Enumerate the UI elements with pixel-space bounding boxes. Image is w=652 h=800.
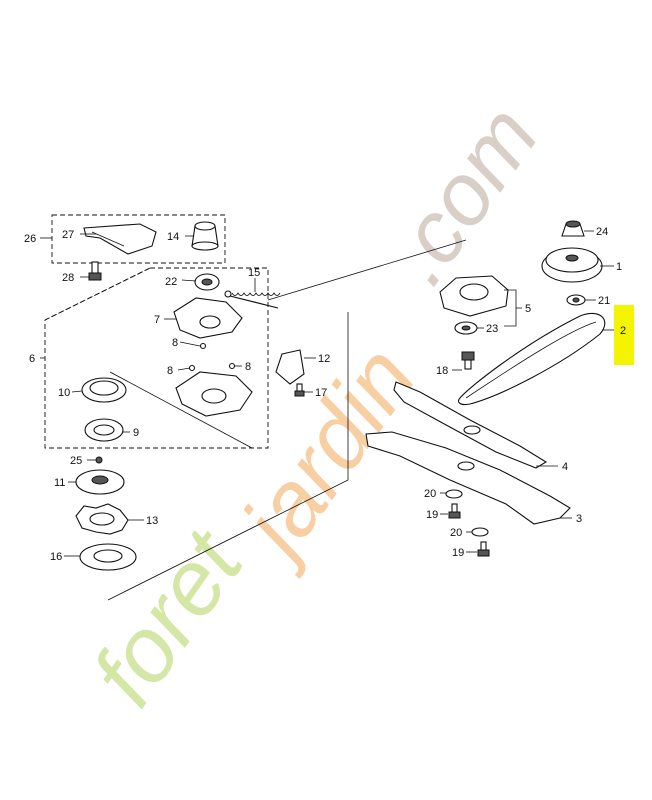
callout-2[interactable]: 2 xyxy=(620,325,626,337)
callout-6[interactable]: 6 xyxy=(29,353,35,365)
callout-8b[interactable]: 8 xyxy=(167,365,173,377)
part-14-cap xyxy=(191,221,219,251)
part-28-bolt xyxy=(88,261,102,281)
part-19-bolts xyxy=(448,503,490,557)
callout-4[interactable]: 4 xyxy=(562,461,568,473)
callout-16[interactable]: 16 xyxy=(50,551,62,563)
callout-14[interactable]: 14 xyxy=(167,231,179,243)
callout-1[interactable]: 1 xyxy=(616,261,622,273)
part-12-bracket xyxy=(275,349,305,385)
part-18-bolt xyxy=(461,351,475,370)
callout-13[interactable]: 13 xyxy=(146,515,158,527)
callout-11[interactable]: 11 xyxy=(54,477,65,489)
part-9-clip xyxy=(84,418,124,442)
highlight-part-2 xyxy=(614,305,634,365)
watermark: foret jardin .com xyxy=(73,88,557,724)
part-1-pulley xyxy=(541,247,603,283)
watermark-com: .com xyxy=(366,88,556,301)
callout-22[interactable]: 22 xyxy=(165,276,177,288)
group-26-box xyxy=(51,214,226,264)
callout-3[interactable]: 3 xyxy=(576,513,582,525)
callout-24[interactable]: 24 xyxy=(596,226,608,238)
part-10-ring xyxy=(81,377,127,403)
leader-lines xyxy=(40,230,614,557)
callout-17[interactable]: 17 xyxy=(315,387,327,399)
callout-7[interactable]: 7 xyxy=(154,314,160,326)
callout-12[interactable]: 12 xyxy=(318,353,330,365)
callout-8c[interactable]: 8 xyxy=(245,361,251,373)
callout-19a[interactable]: 19 xyxy=(426,509,438,521)
callout-23[interactable]: 23 xyxy=(486,323,498,335)
part-15-spring xyxy=(224,290,281,309)
callout-21[interactable]: 21 xyxy=(598,295,610,307)
callout-25[interactable]: 25 xyxy=(70,455,82,467)
part-4-upper-blade xyxy=(393,381,548,469)
part-23-bearing xyxy=(454,321,478,335)
part-17-bolt xyxy=(294,383,305,397)
part-22-bearing xyxy=(194,273,220,291)
group-6-box xyxy=(44,267,269,449)
callout-19b[interactable]: 19 xyxy=(452,547,464,559)
part-27-cover xyxy=(83,223,157,255)
part-5-hub xyxy=(439,275,509,317)
part-21-washer xyxy=(566,294,586,306)
part-13-star-washer xyxy=(75,503,129,535)
part-brake-plate xyxy=(175,371,253,417)
callout-20a[interactable]: 20 xyxy=(424,488,436,500)
part-7-bracket xyxy=(173,297,243,339)
callout-15[interactable]: 15 xyxy=(248,267,260,279)
part-24-nut xyxy=(561,220,585,237)
callout-26[interactable]: 26 xyxy=(24,233,36,245)
watermark-foret: foret xyxy=(73,511,264,723)
callout-10[interactable]: 10 xyxy=(58,387,70,399)
callout-20b[interactable]: 20 xyxy=(450,527,462,539)
callouts: 26 27 28 14 22 15 7 6 8 8 8 12 17 10 9 2… xyxy=(24,226,626,563)
callout-5[interactable]: 5 xyxy=(525,303,531,315)
callout-9[interactable]: 9 xyxy=(133,427,139,439)
callout-28[interactable]: 28 xyxy=(62,272,74,284)
part-25-pin xyxy=(95,456,103,464)
part-8-pins xyxy=(188,342,236,372)
part-11-disc xyxy=(75,469,125,495)
part-3-lower-blade xyxy=(365,431,571,525)
part-2-belt xyxy=(457,312,606,406)
callout-18[interactable]: 18 xyxy=(436,365,448,377)
callout-27[interactable]: 27 xyxy=(62,229,74,241)
part-16-toothed-washer xyxy=(79,543,137,571)
callout-8a[interactable]: 8 xyxy=(172,337,178,349)
long-leader-lines xyxy=(44,239,467,601)
